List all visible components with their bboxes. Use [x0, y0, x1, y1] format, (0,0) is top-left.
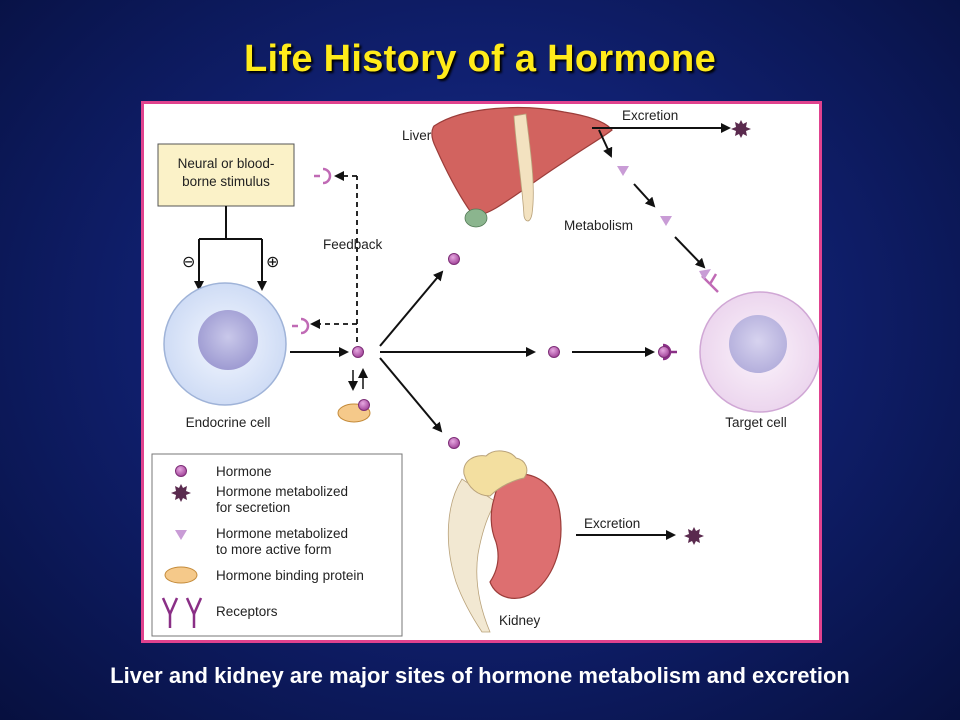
active-form-triangle-2-icon — [660, 216, 672, 226]
liver-label: Liver — [402, 128, 432, 143]
legend-hormone-text: Hormone — [216, 464, 272, 479]
legend-active-text1: Hormone metabolized — [216, 526, 348, 541]
inhibit-sign: ⊖ — [182, 252, 195, 271]
bound-hormone-icon — [358, 399, 370, 411]
active-form-bound-icon — [699, 269, 711, 280]
diagram-canvas: Neural or blood- borne stimulus ⊖ ⊕ Endo… — [151, 107, 819, 637]
kidney-illustration: Kidney — [447, 450, 562, 633]
stimulus-receptor-icon — [322, 167, 332, 185]
legend-hormone-icon — [175, 465, 187, 477]
stimulus-arrows — [194, 206, 267, 291]
metabolism-label: Metabolism — [564, 218, 633, 233]
endocrine-receptor-icon — [300, 317, 310, 335]
legend-binding-protein-icon — [164, 566, 198, 584]
legend-receptors-icon — [161, 597, 203, 628]
binding-equilibrium-arrows — [348, 368, 368, 391]
stimulus-label-line2: borne stimulus — [182, 174, 270, 189]
legend-metabolized-secretion-icon — [171, 484, 191, 502]
legend-active-form-icon — [175, 530, 187, 540]
slide-title: Life History of a Hormone — [244, 38, 716, 80]
legend-secretion-text2: for secretion — [216, 500, 290, 515]
endocrine-cell-label: Endocrine cell — [186, 415, 271, 430]
feedback-label: Feedback — [323, 237, 383, 252]
hormone-life-history-diagram: Neural or blood- borne stimulus ⊖ ⊕ Endo… — [141, 101, 822, 643]
metabolized-for-secretion-icon — [731, 120, 751, 138]
slide-caption: Liver and kidney are major sites of horm… — [110, 663, 850, 688]
stimulate-sign: ⊕ — [266, 252, 279, 271]
distribution-arrows — [379, 270, 536, 433]
legend-binding-text: Hormone binding protein — [216, 568, 364, 583]
target-cell-label: Target cell — [725, 415, 787, 430]
active-form-triangle-1-icon — [617, 166, 629, 176]
hormone-to-target-icon — [548, 346, 560, 358]
hormone-to-liver-icon — [448, 253, 460, 265]
stimulus-box: Neural or blood- borne stimulus — [157, 143, 295, 207]
hormone-icon — [352, 346, 364, 358]
legend-active-text2: to more active form — [216, 542, 332, 557]
liver-illustration: Liver — [402, 107, 613, 228]
kidney-metabolized-icon — [684, 527, 704, 545]
bound-target-hormone-icon — [658, 346, 670, 358]
target-cell: Target cell — [699, 291, 819, 430]
endocrine-cell: Endocrine cell — [163, 282, 287, 430]
kidney-label: Kidney — [499, 613, 541, 628]
legend-secretion-text1: Hormone metabolized — [216, 484, 348, 499]
stimulus-label-line1: Neural or blood- — [178, 156, 275, 171]
metabolism-arrows — [598, 129, 706, 269]
liver-excretion-label: Excretion — [622, 108, 678, 123]
legend-receptors-text: Receptors — [216, 604, 278, 619]
legend: Hormone Hormone metabolized for secretio… — [151, 453, 403, 637]
feedback-arrows — [310, 171, 358, 342]
hormone-to-kidney-icon — [448, 437, 460, 449]
kidney-excretion-label: Excretion — [584, 516, 640, 531]
